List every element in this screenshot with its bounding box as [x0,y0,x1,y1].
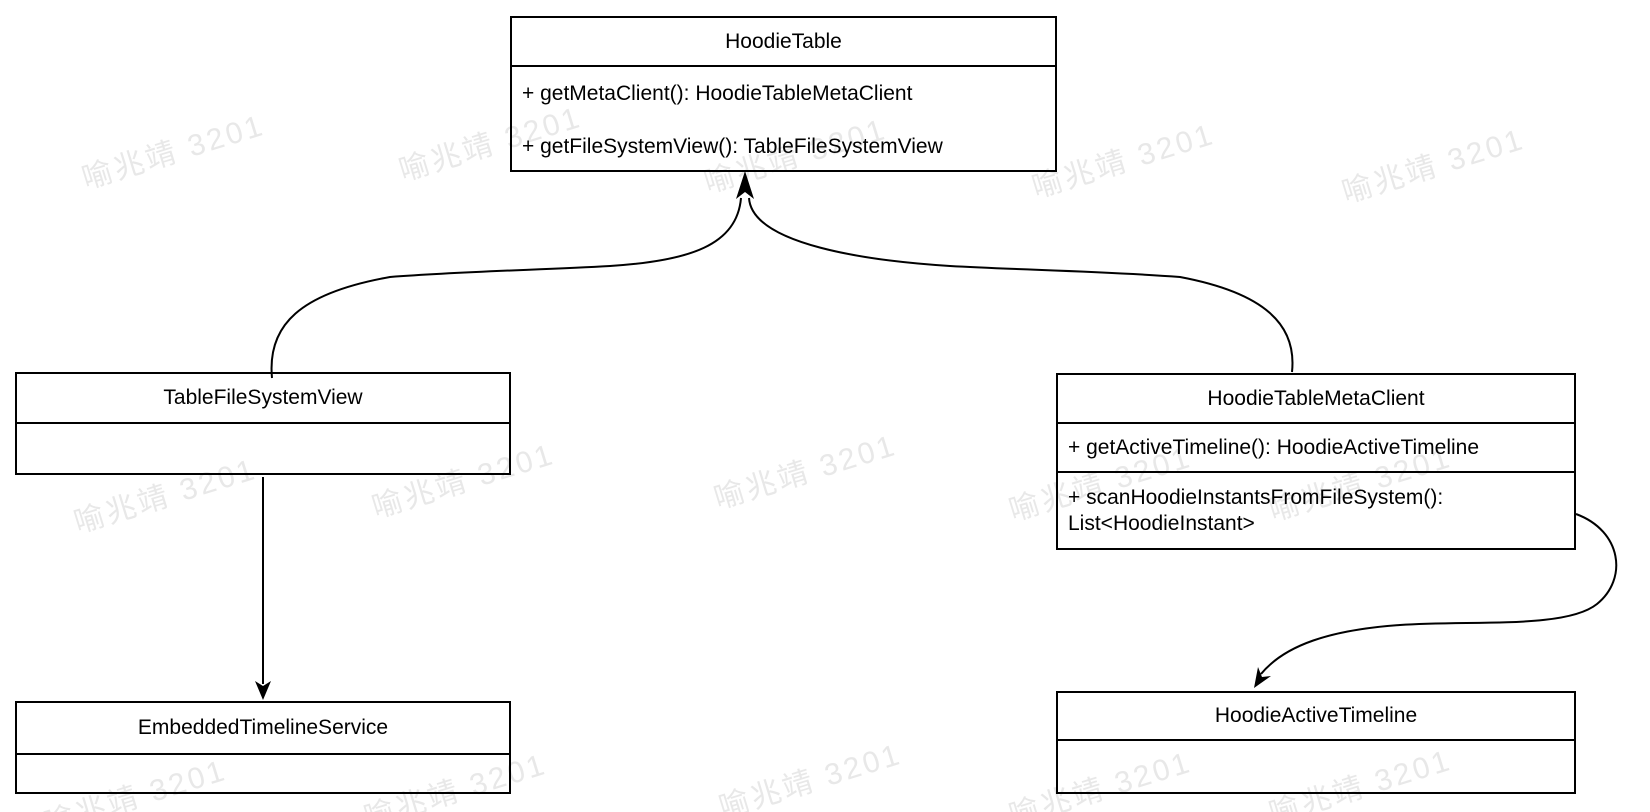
class-method: + getActiveTimeline(): HoodieActiveTimel… [1058,424,1574,473]
connector-hoodietablemetaclient-to-hoodietable [748,197,1294,373]
class-empty-compartment [17,755,509,792]
class-title: TableFileSystemView [17,374,509,424]
class-title: HoodieTable [512,18,1055,67]
class-empty-compartment [17,424,509,471]
class-title: HoodieActiveTimeline [1058,693,1574,741]
arrowhead-into-hoodieactivetimeline [1254,667,1271,688]
class-title: EmbeddedTimelineService [17,703,509,755]
connector-tablefilesystemview-to-hoodietable [270,197,742,379]
class-box-hoodie-table-meta-client: HoodieTableMetaClient + getActiveTimelin… [1056,373,1576,550]
class-method: + getMetaClient(): HoodieTableMetaClient [522,81,913,105]
class-box-hoodie-active-timeline: HoodieActiveTimeline [1056,691,1576,794]
class-title: HoodieTableMetaClient [1058,375,1574,424]
class-empty-compartment [1058,741,1574,790]
class-box-embedded-timeline-service: EmbeddedTimelineService [15,701,511,794]
class-method: + getFileSystemView(): TableFileSystemVi… [522,135,943,158]
arrowhead-into-hoodietable [736,171,754,199]
class-method: + scanHoodieInstantsFromFileSystem(): Li… [1068,486,1444,535]
class-box-hoodie-table: HoodieTable + getMetaClient(): HoodieTab… [510,16,1057,172]
connector-hoodietablemetaclient-to-hoodieactivetimeline [1260,513,1618,675]
arrowhead-into-embeddedtimelineservice [255,681,271,700]
class-box-table-file-system-view: TableFileSystemView [15,372,511,475]
